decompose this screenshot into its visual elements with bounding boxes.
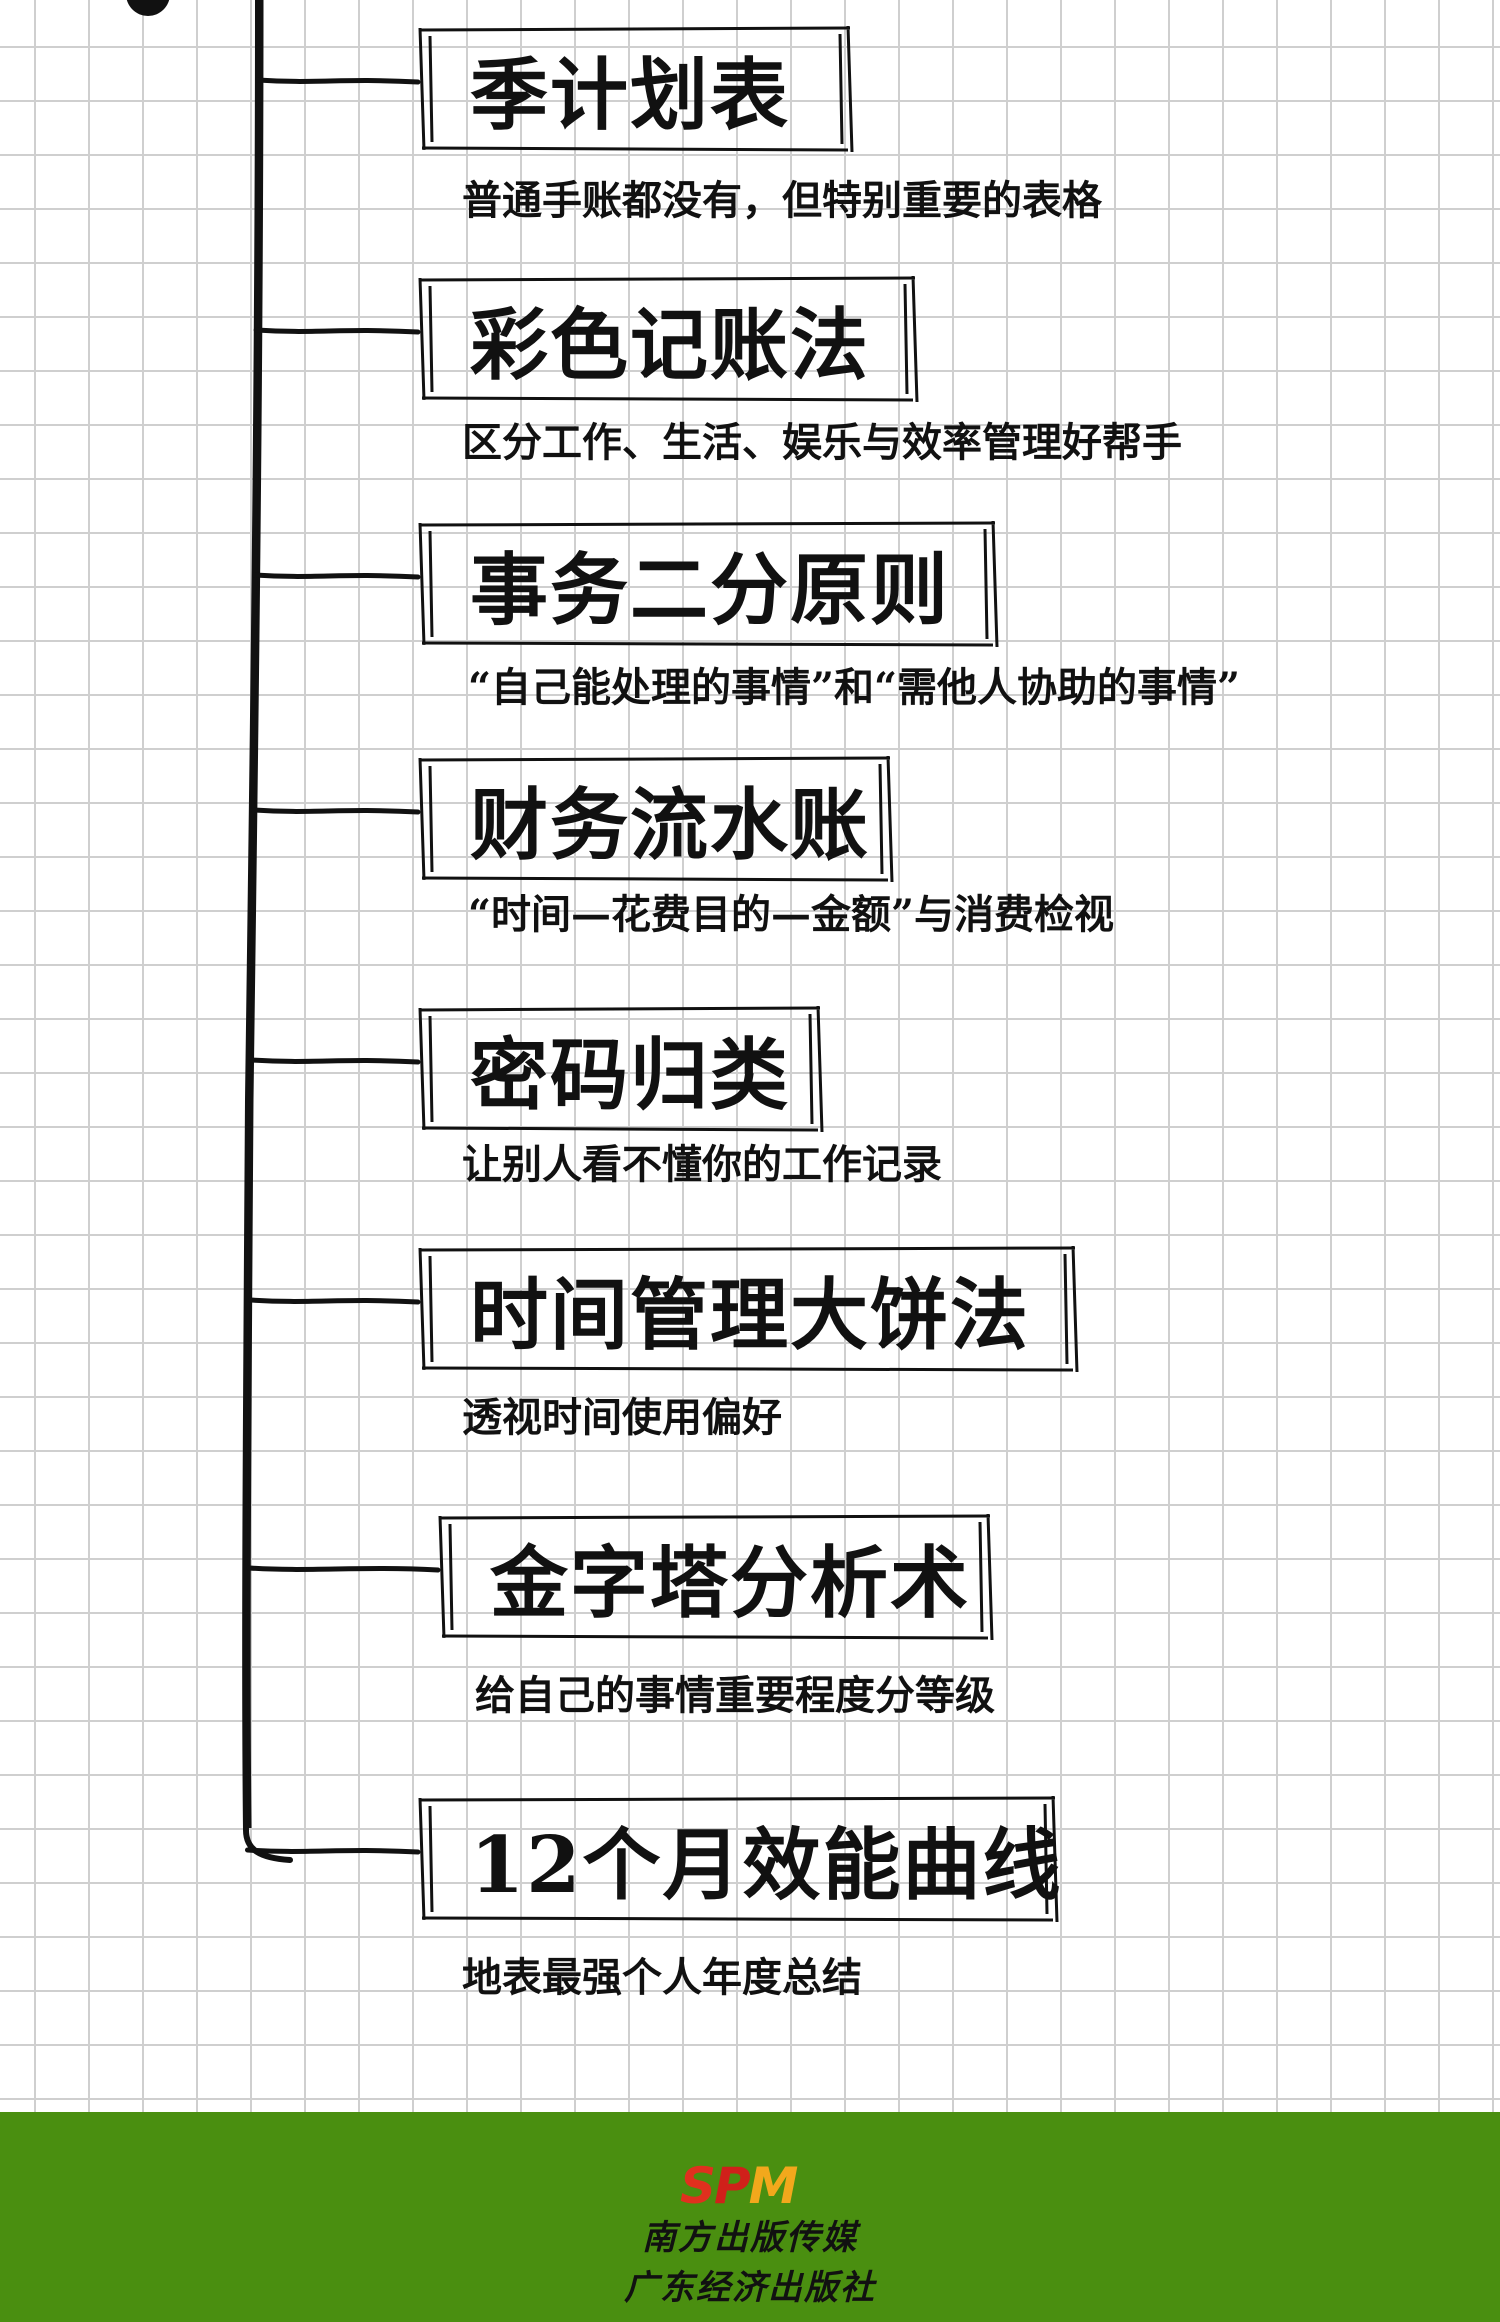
timeline-item: 12个月效能曲线 地表最强个人年度总结 bbox=[0, 1795, 1500, 2001]
timeline-item: 事务二分原则 “自己能处理的事情”和“需他人协助的事情” bbox=[0, 520, 1500, 711]
item-title-box: 彩色记账法 bbox=[418, 275, 919, 403]
publisher-footer: SPM 南方出版传媒 广东经济出版社 bbox=[0, 2112, 1500, 2322]
timeline-branch bbox=[246, 1565, 441, 1573]
item-subtitle: “自己能处理的事情”和“需他人协助的事情” bbox=[468, 664, 1241, 711]
item-subtitle: “时间—花费目的—金额”与消费检视 bbox=[468, 891, 1115, 938]
timeline-branch bbox=[250, 807, 421, 815]
item-title: 金字塔分析术 bbox=[490, 1538, 971, 1629]
publisher-name-line1: 南方出版传媒 bbox=[642, 2218, 858, 2258]
item-subtitle: 地表最强个人年度总结 bbox=[462, 1954, 862, 2001]
item-title-box: 金字塔分析术 bbox=[438, 1513, 994, 1641]
item-title-box: 事务二分原则 bbox=[418, 520, 999, 648]
timeline-branch bbox=[244, 1847, 421, 1855]
timeline-item: 时间管理大饼法 透视时间使用偏好 bbox=[0, 1245, 1500, 1441]
item-subtitle: 普通手账都没有，但特别重要的表格 bbox=[462, 177, 1102, 224]
timeline-branch bbox=[252, 572, 421, 580]
item-title: 密码归类 bbox=[470, 1030, 791, 1121]
item-title-box: 财务流水账 bbox=[418, 755, 894, 883]
item-subtitle: 透视时间使用偏好 bbox=[462, 1394, 782, 1441]
timeline-item: 彩色记账法 区分工作、生活、娱乐与效率管理好帮手 bbox=[0, 275, 1500, 466]
timeline-branch bbox=[248, 1297, 421, 1305]
timeline-item: 季计划表 普通手账都没有，但特别重要的表格 bbox=[0, 25, 1500, 224]
item-title-box: 季计划表 bbox=[418, 25, 854, 153]
item-subtitle: 区分工作、生活、娱乐与效率管理好帮手 bbox=[462, 419, 1182, 466]
spm-logo: SPM bbox=[680, 2157, 798, 2215]
item-subtitle: 给自己的事情重要程度分等级 bbox=[475, 1672, 995, 1719]
item-subtitle: 让别人看不懂你的工作记录 bbox=[462, 1141, 942, 1188]
item-title: 季计划表 bbox=[470, 50, 791, 141]
timeline-item: 财务流水账 “时间—花费目的—金额”与消费检视 bbox=[0, 755, 1500, 938]
timeline-item: 密码归类 让别人看不懂你的工作记录 bbox=[0, 1005, 1500, 1188]
item-title: 时间管理大饼法 bbox=[470, 1270, 1031, 1361]
item-title: 财务流水账 bbox=[470, 780, 871, 871]
item-title: 事务二分原则 bbox=[470, 545, 951, 636]
timeline-branch bbox=[249, 1057, 421, 1065]
timeline-branch bbox=[253, 327, 421, 335]
item-title: 彩色记账法 bbox=[470, 300, 871, 391]
publisher-name-line2: 广东经济出版社 bbox=[624, 2268, 876, 2308]
item-title-box: 时间管理大饼法 bbox=[418, 1245, 1079, 1373]
timeline-branch bbox=[255, 77, 421, 85]
timeline-item: 金字塔分析术 给自己的事情重要程度分等级 bbox=[0, 1513, 1500, 1719]
item-title: 12个月效能曲线 bbox=[470, 1820, 1063, 1911]
item-title-box: 密码归类 bbox=[418, 1005, 824, 1133]
item-title-box: 12个月效能曲线 bbox=[418, 1795, 1061, 1923]
